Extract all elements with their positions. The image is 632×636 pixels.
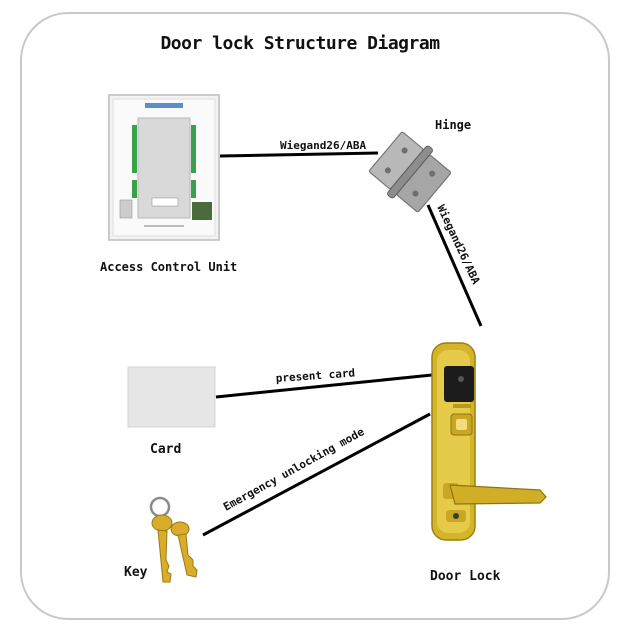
key-icon — [149, 496, 198, 583]
label-acu-hinge: Wiegand26/ABA — [280, 139, 366, 152]
access-control-unit-icon — [108, 94, 220, 241]
label-key: Key — [124, 565, 148, 580]
label-card: Card — [150, 442, 182, 457]
connector-card-lock — [215, 373, 433, 399]
connector-key-lock — [202, 412, 431, 537]
door-lock-icon — [431, 342, 547, 541]
label-card-lock: present card — [275, 366, 355, 385]
label-key-lock: Emergency unlocking mode — [221, 425, 367, 514]
connector-hinge-lock — [426, 204, 483, 327]
label-door-lock: Door Lock — [430, 569, 501, 584]
connector-acu-hinge — [219, 151, 379, 158]
label-access-control-unit: Access Control Unit — [100, 260, 238, 274]
hinge-icon — [368, 131, 452, 213]
label-hinge: Hinge — [435, 118, 472, 132]
diagram-title: Door lock Structure Diagram — [160, 33, 440, 54]
card-icon — [127, 366, 216, 428]
